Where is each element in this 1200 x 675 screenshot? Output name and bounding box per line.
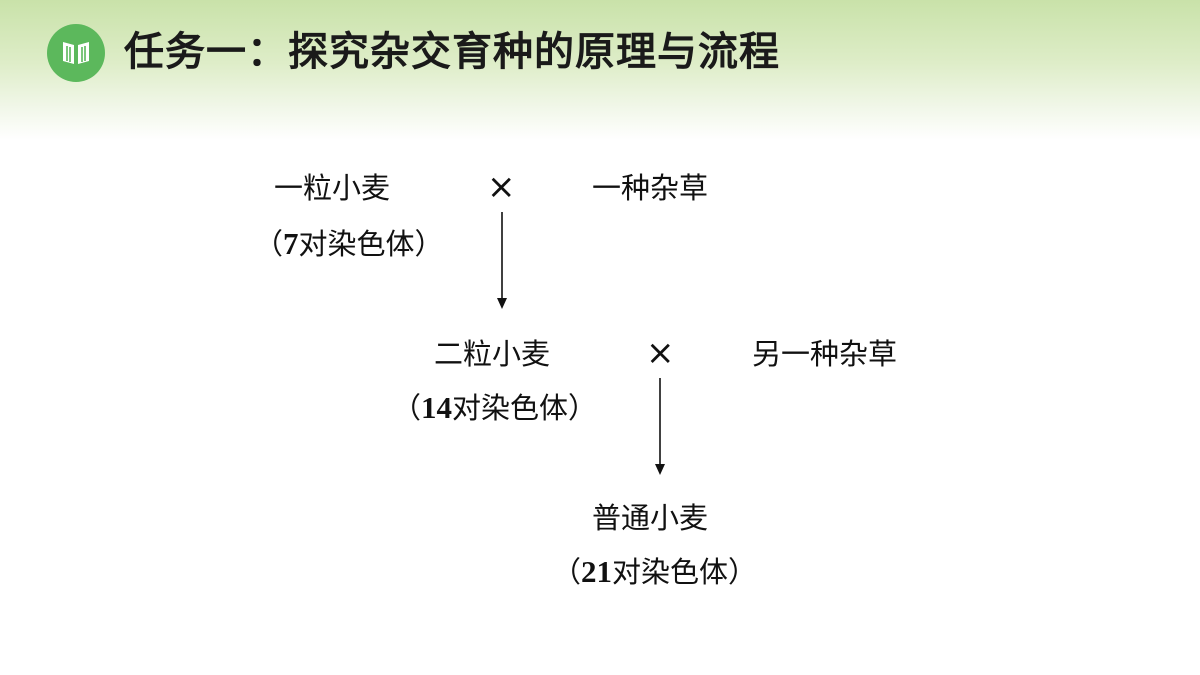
- chromosome-label: 对染色体）: [612, 555, 758, 589]
- paren-open: （: [552, 555, 582, 589]
- chromosome-label: 对染色体）: [298, 227, 444, 261]
- cross-symbol-2: ×: [646, 333, 675, 373]
- page-title: 任务一：探究杂交育种的原理与流程: [124, 29, 780, 75]
- chromosome-number: 21: [581, 554, 613, 589]
- cross-symbol-1: ×: [487, 167, 516, 207]
- paren-open: （: [254, 227, 284, 261]
- chromosome-count-common: （21对染色体）: [552, 552, 757, 592]
- chromosome-number: 7: [283, 226, 299, 261]
- chromosome-label: 对染色体）: [452, 391, 598, 425]
- chromosome-count-einkorn: （7对染色体）: [254, 224, 444, 264]
- parent-weed-1: 一种杂草: [592, 171, 709, 205]
- chromosome-number: 14: [421, 390, 453, 425]
- chromosome-count-emmer: （14对染色体）: [392, 388, 597, 428]
- paren-open: （: [392, 391, 422, 425]
- parent-einkorn-wheat: 一粒小麦: [274, 171, 391, 205]
- arrow-down-2: [655, 378, 665, 475]
- result-common-wheat: 普通小麦: [592, 501, 709, 535]
- parent-weed-2: 另一种杂草: [752, 337, 898, 371]
- header-band: [0, 0, 1200, 140]
- arrow-down-1: [497, 212, 507, 309]
- open-book-icon: [47, 24, 105, 82]
- parent-emmer-wheat: 二粒小麦: [434, 337, 551, 371]
